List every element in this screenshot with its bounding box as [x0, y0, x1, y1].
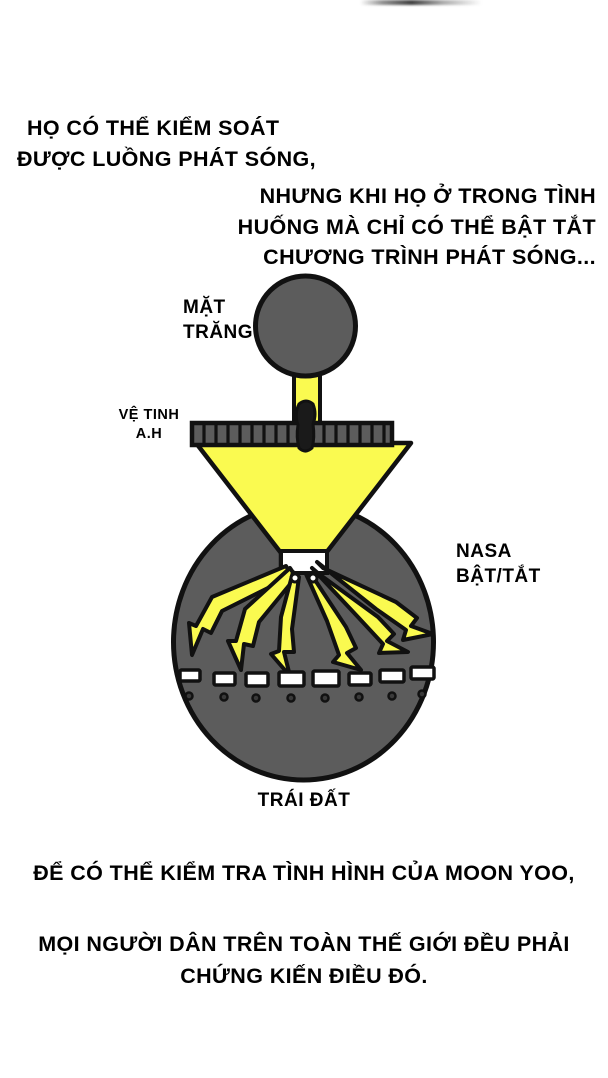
viewer-dot-7 — [387, 691, 397, 701]
viewer-dot-4 — [286, 693, 296, 703]
broadcast-arrow-6 — [315, 560, 435, 642]
narration-top2-line-2: HUỐNG MÀ CHỈ CÓ THỂ BẬT TẮT — [237, 214, 596, 239]
narration-top-secondary: NHƯNG KHI HỌ Ở TRONG TÌNH HUỐNG MÀ CHỈ C… — [0, 181, 596, 273]
nasa-label: NASA BẬT/TẮT — [456, 540, 541, 589]
dish-neck — [292, 369, 322, 429]
emitter-hole-2 — [307, 572, 319, 584]
viewer-dot-6 — [354, 692, 364, 702]
moon-circle — [253, 273, 358, 379]
viewer-dot-8 — [417, 689, 427, 699]
earth-globe — [171, 501, 436, 783]
broadcast-arrows — [187, 560, 435, 678]
emitter-holes — [289, 572, 319, 584]
viewer-screen-5 — [311, 669, 341, 688]
viewer-dot-5 — [320, 693, 330, 703]
satellite-label: VỆ TINH A.H — [112, 406, 186, 444]
narration-bottom-primary: ĐỂ CÓ THỂ KIỂM TRA TÌNH HÌNH CỦA MOON YO… — [0, 858, 608, 889]
broadcast-arrow-1 — [187, 564, 294, 657]
viewer-screen-8 — [409, 665, 436, 681]
satellite-label-line-2: A.H — [135, 425, 163, 442]
satellite-dish-bar — [189, 399, 395, 453]
viewer-screens — [178, 665, 436, 688]
broadcast-arrow-3 — [269, 570, 301, 678]
viewer-screen-2 — [212, 671, 237, 687]
viewer-dot-2 — [219, 692, 229, 702]
moon-label-line-1: MẶT — [183, 297, 226, 318]
moon-label-line-2: TRĂNG — [183, 321, 254, 343]
broadcast-beam-cone — [193, 440, 414, 571]
viewer-dot-3 — [251, 693, 261, 703]
narration-top-line-2: ĐƯỢC LUỒNG PHÁT SÓNG, — [17, 146, 316, 171]
emitter-hole-1 — [289, 572, 301, 584]
earth-label: TRÁI ĐẤT — [257, 790, 351, 811]
moon-label: MẶT TRĂNG — [183, 296, 253, 345]
narration-top2-line-1: NHƯNG KHI HỌ Ở TRONG TÌNH — [259, 184, 596, 208]
viewer-screen-4 — [277, 670, 306, 688]
nasa-label-line-1: NASA — [456, 541, 512, 562]
nasa-label-line-2: BẬT/TẮT — [456, 565, 541, 587]
narration-bottom-secondary: MỌI NGƯỜI DÂN TRÊN TOÀN THẾ GIỚI ĐỀU PHẢ… — [0, 928, 608, 993]
broadcast-arrow-4 — [304, 572, 363, 672]
narration-top: HỌ CÓ THỂ KIỂM SOÁT ĐƯỢC LUỒNG PHÁT SÓNG… — [17, 113, 316, 174]
broadcast-arrow-2 — [226, 566, 298, 672]
viewer-screen-3 — [244, 671, 270, 688]
narration-top2-line-3: CHƯƠNG TRÌNH PHÁT SÓNG... — [263, 245, 596, 270]
narration-bot1-line-1: ĐỂ CÓ THỂ KIỂM TRA TÌNH HÌNH CỦA MOON YO… — [33, 861, 575, 885]
viewer-dot-1 — [184, 691, 194, 701]
satellite-label-line-1: VỆ TINH — [118, 407, 180, 423]
narration-top-line-1: HỌ CÓ THỂ KIỂM SOÁT — [27, 116, 280, 140]
emitter-box — [279, 549, 329, 575]
narration-bot2-line-1: MỌI NGƯỜI DÂN TRÊN TOÀN THẾ GIỚI ĐỀU PHẢ… — [38, 932, 570, 956]
viewer-screen-1 — [178, 668, 202, 683]
narration-bot2-line-2: CHỨNG KIẾN ĐIỀU ĐÓ. — [180, 964, 428, 989]
viewer-screen-7 — [378, 668, 406, 684]
panel-bleed-artifact — [360, 0, 482, 5]
viewer-dots — [184, 689, 427, 703]
viewer-screen-6 — [347, 671, 373, 687]
broadcast-arrow-5 — [310, 566, 410, 655]
